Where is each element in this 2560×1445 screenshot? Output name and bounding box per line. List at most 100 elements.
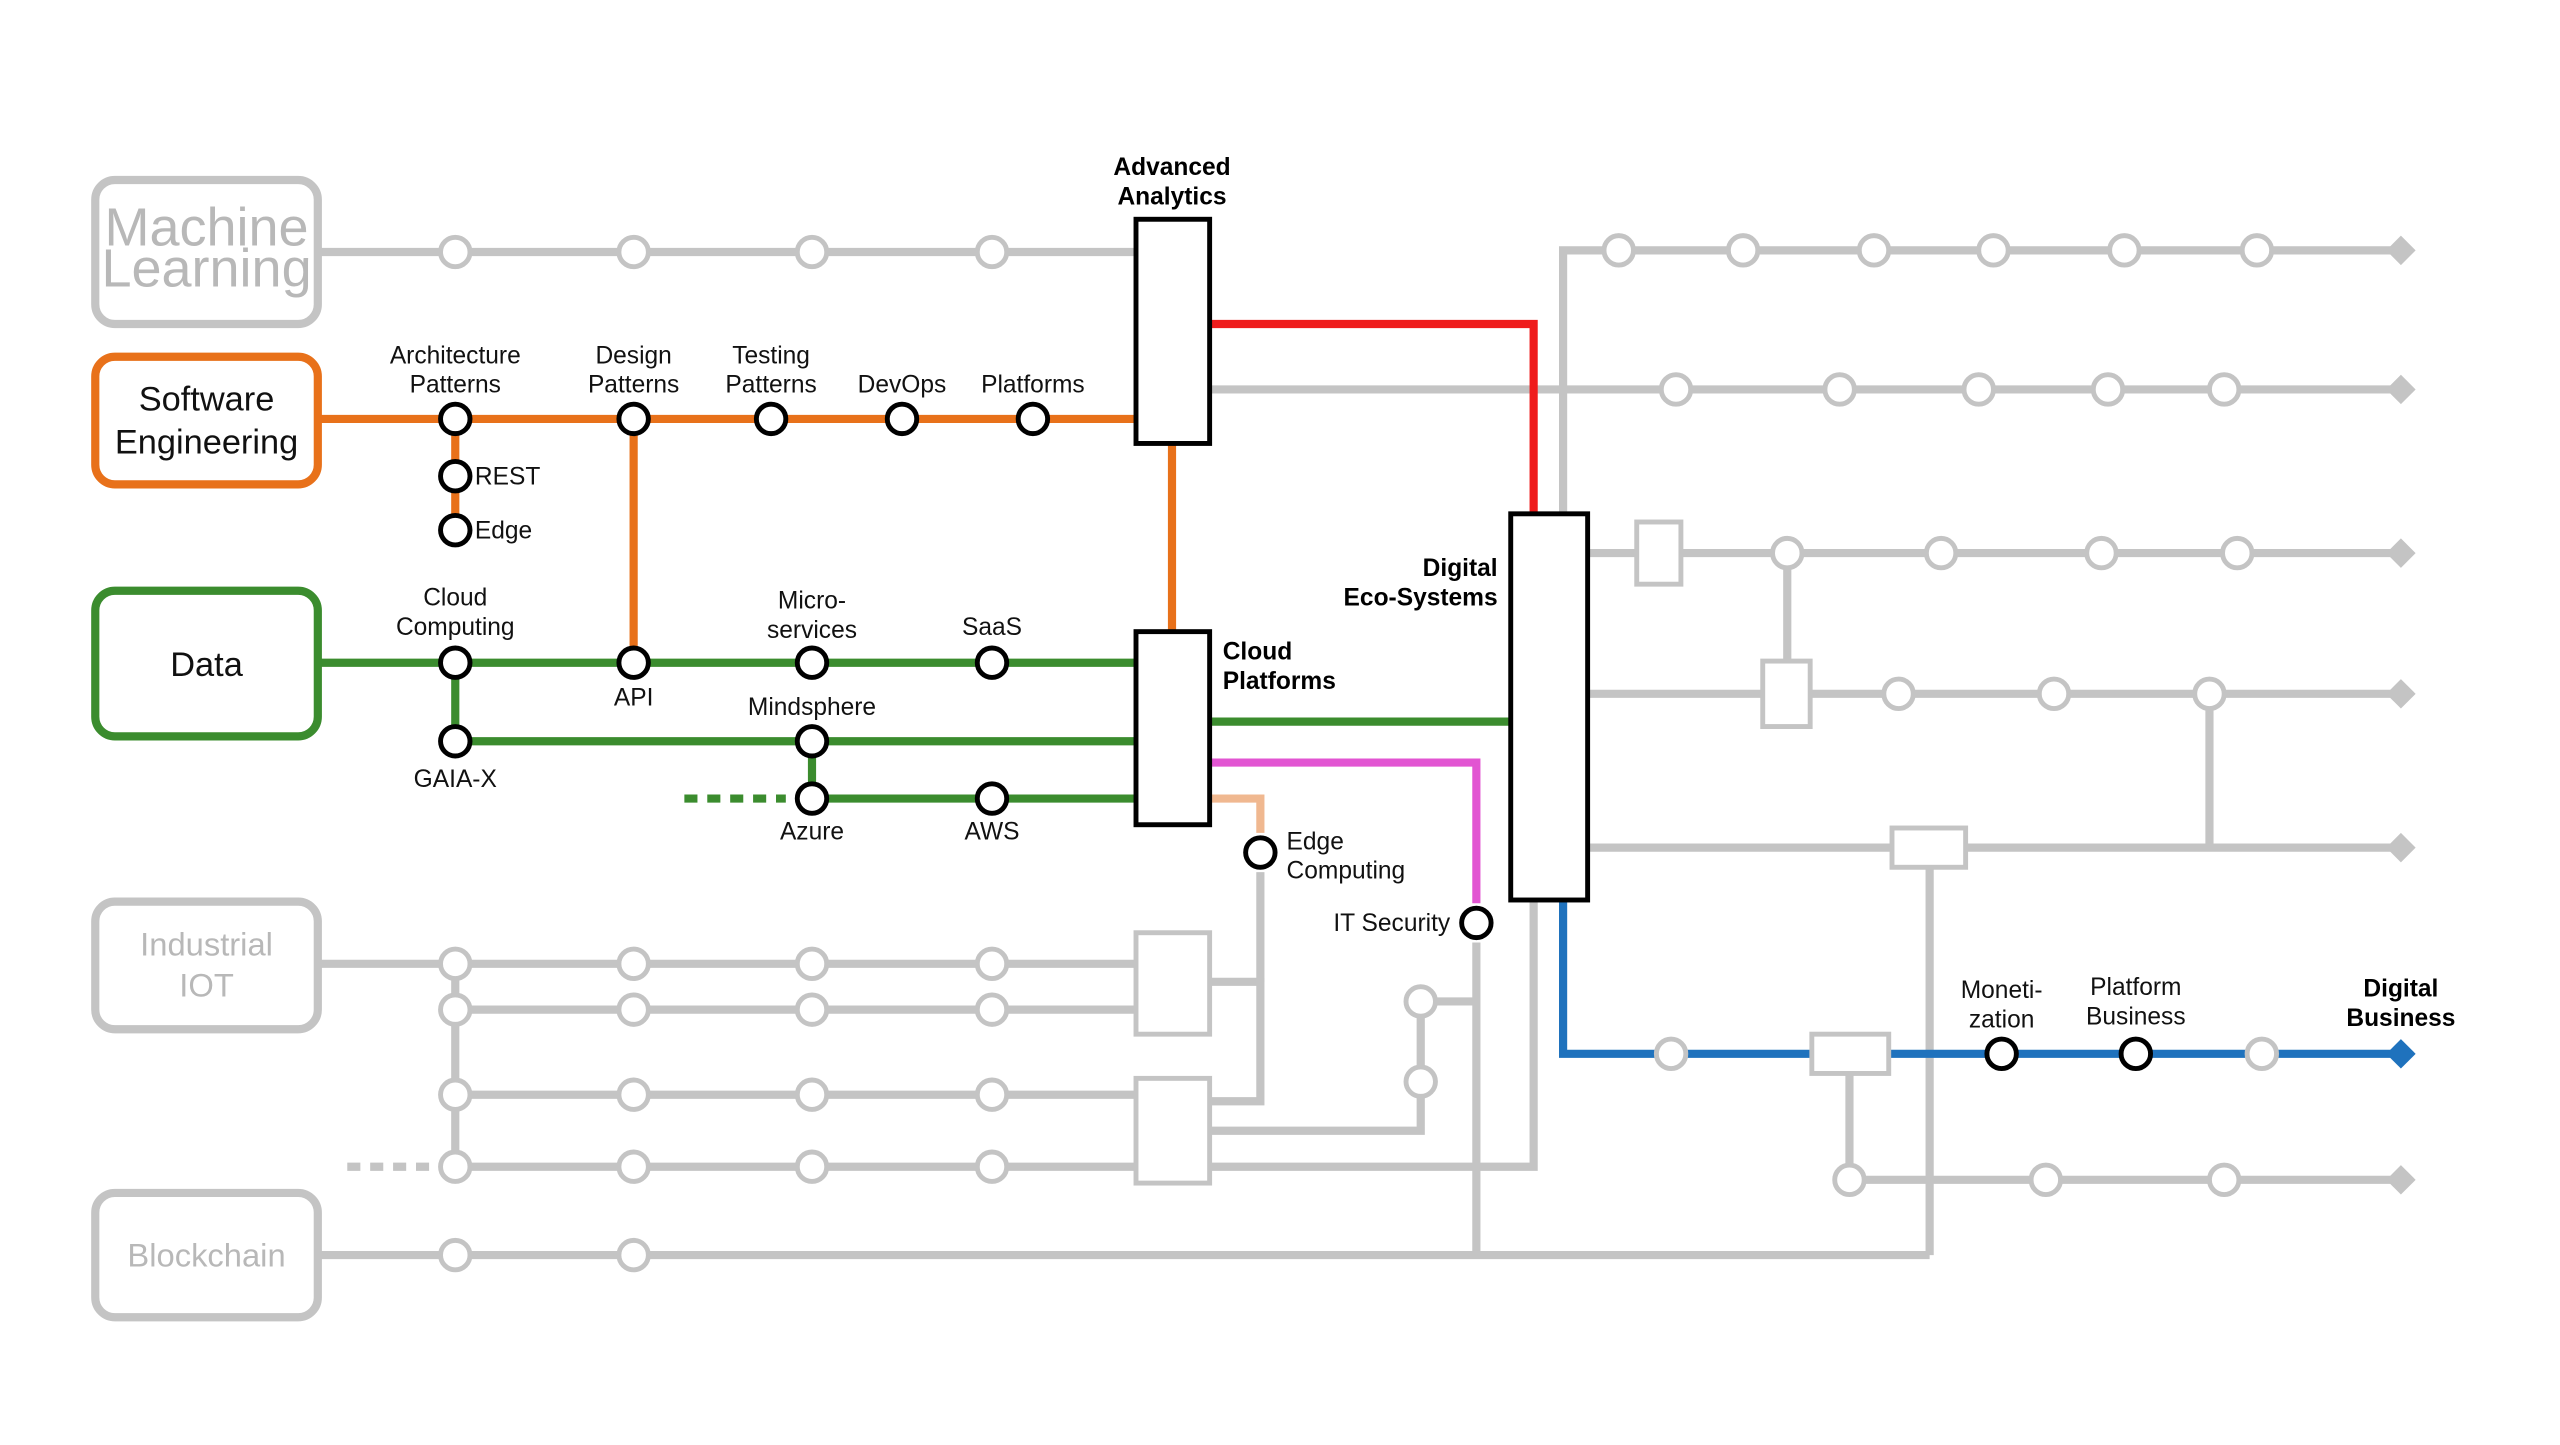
terminal-industrial-iot[interactable]: Industrial IOT	[91, 897, 322, 1034]
gray-interchanges	[1133, 519, 1969, 1186]
station-iot-713-3[interactable]	[794, 1149, 830, 1184]
station-ml-2[interactable]	[616, 234, 651, 270]
station-338-4[interactable]	[2220, 535, 2255, 571]
terminal-software-engineering[interactable]: Software Engineering	[91, 352, 322, 489]
station-iot-617-2[interactable]	[616, 992, 651, 1027]
station-721-1[interactable]	[1832, 1162, 1867, 1198]
station-iot-589-3[interactable]	[794, 946, 830, 981]
station-edge[interactable]	[438, 513, 473, 548]
label-mindsphere: Mindsphere	[748, 694, 876, 721]
label-digital-eco-systems-1: Digital	[1423, 555, 1498, 582]
label-monetization-2: zation	[1969, 1007, 2034, 1034]
label-azure: Azure	[780, 818, 844, 845]
label-api: API	[614, 684, 654, 711]
station-aa-1[interactable]	[1658, 372, 1694, 407]
station-top-5[interactable]	[2107, 233, 2142, 268]
label-advanced-analytics-2: Analytics	[1117, 184, 1226, 211]
label-platform-business-2: Business	[2086, 1003, 2186, 1030]
label-digital-business-2: Business	[2346, 1005, 2455, 1032]
label-cloud-platforms-1: Cloud	[1223, 638, 1293, 665]
station-iot-589-4[interactable]	[974, 946, 1010, 981]
station-rest[interactable]	[438, 459, 473, 494]
station-ml-3[interactable]	[794, 234, 830, 270]
station-design-patterns[interactable]	[616, 401, 651, 437]
station-mindsphere[interactable]	[794, 724, 830, 759]
station-architecture-patterns[interactable]	[438, 401, 473, 437]
station-bc-1[interactable]	[438, 1237, 473, 1273]
terminal-machine-learning[interactable]: Machine Learning	[91, 175, 322, 329]
station-iot-669-1[interactable]	[438, 1077, 473, 1112]
station-top-2[interactable]	[1725, 233, 1761, 268]
station-iot-617-4[interactable]	[974, 992, 1010, 1027]
terminal-data[interactable]: Data	[91, 586, 322, 741]
terminal-blockchain[interactable]: Blockchain	[91, 1188, 322, 1322]
station-iot-669-2[interactable]	[616, 1077, 651, 1112]
ml-label-1: Machine	[104, 197, 308, 257]
station-bc-2[interactable]	[616, 1237, 651, 1273]
station-aws[interactable]	[974, 781, 1010, 816]
station-iot-713-4[interactable]	[974, 1149, 1010, 1184]
station-platform-business[interactable]	[2118, 1036, 2153, 1072]
hub-advanced-analytics[interactable]	[1133, 216, 1213, 446]
cp-to-itsec	[1209, 758, 1481, 904]
station-iot-617-1[interactable]	[438, 992, 473, 1027]
station-iot-713-2[interactable]	[616, 1149, 651, 1184]
station-424-2[interactable]	[2036, 676, 2072, 711]
station-monetization[interactable]	[1984, 1036, 2019, 1072]
station-aa-2[interactable]	[1822, 372, 1857, 407]
station-iot-669-3[interactable]	[794, 1077, 830, 1112]
station-aa-4[interactable]	[2090, 372, 2126, 407]
label-cloud-computing-1: Cloud	[423, 584, 487, 611]
station-iot-589-2[interactable]	[616, 946, 651, 981]
station-338-1[interactable]	[1770, 535, 1805, 571]
station-it-security[interactable]	[1459, 905, 1494, 941]
station-top-6[interactable]	[2239, 233, 2275, 268]
station-338-2[interactable]	[1923, 535, 1959, 571]
hub-cloud-platforms[interactable]	[1133, 629, 1213, 828]
interchange-des-424	[1760, 658, 1813, 729]
it-branch	[1209, 997, 1477, 1135]
station-top-4[interactable]	[1976, 233, 2011, 268]
edge-branch	[1209, 977, 1265, 1106]
station-cloud-computing[interactable]	[438, 645, 473, 680]
station-it-branch-1[interactable]	[1403, 984, 1438, 1019]
label-edge-computing-2: Computing	[1287, 858, 1406, 885]
station-iot-713-1[interactable]	[438, 1149, 473, 1184]
label-gaiax: GAIA-X	[414, 766, 497, 793]
station-api[interactable]	[616, 645, 651, 680]
station-microservices[interactable]	[794, 645, 830, 680]
label-micro-1: Micro-	[778, 588, 846, 615]
station-aa-5[interactable]	[2207, 372, 2242, 407]
station-top-1[interactable]	[1601, 233, 1636, 268]
station-iot-669-4[interactable]	[974, 1077, 1010, 1112]
station-edge-computing[interactable]	[1243, 835, 1278, 870]
station-devops[interactable]	[884, 401, 920, 437]
hub-digital-eco-systems[interactable]	[1508, 511, 1591, 903]
station-ml-4[interactable]	[974, 234, 1010, 270]
end-diamond-338	[2386, 538, 2416, 568]
station-it-branch-2[interactable]	[1403, 1064, 1438, 1099]
station-721-2[interactable]	[2028, 1162, 2063, 1198]
station-gaiax[interactable]	[438, 724, 473, 759]
station-platforms[interactable]	[1015, 401, 1051, 437]
station-testing-patterns[interactable]	[753, 401, 789, 437]
station-iot-617-3[interactable]	[794, 992, 830, 1027]
station-db-1[interactable]	[1653, 1036, 1689, 1072]
station-721-3[interactable]	[2207, 1162, 2242, 1198]
station-aa-3[interactable]	[1961, 372, 1996, 407]
station-saas[interactable]	[974, 645, 1010, 680]
hub-labels: Advanced Analytics Cloud Platforms Digit…	[1113, 154, 2455, 1032]
se-label-1: Software	[139, 381, 275, 419]
label-edge: Edge	[475, 517, 532, 544]
station-db-4[interactable]	[2244, 1036, 2279, 1072]
station-ml-1[interactable]	[438, 234, 473, 270]
station-338-3[interactable]	[2084, 535, 2119, 571]
station-424-1[interactable]	[1881, 676, 1916, 711]
station-azure[interactable]	[794, 781, 830, 816]
station-iot-589-1[interactable]	[438, 946, 473, 981]
station-424-3[interactable]	[2192, 676, 2227, 711]
end-diamond-digital-business	[2386, 1039, 2416, 1069]
station-top-3[interactable]	[1856, 233, 1892, 268]
